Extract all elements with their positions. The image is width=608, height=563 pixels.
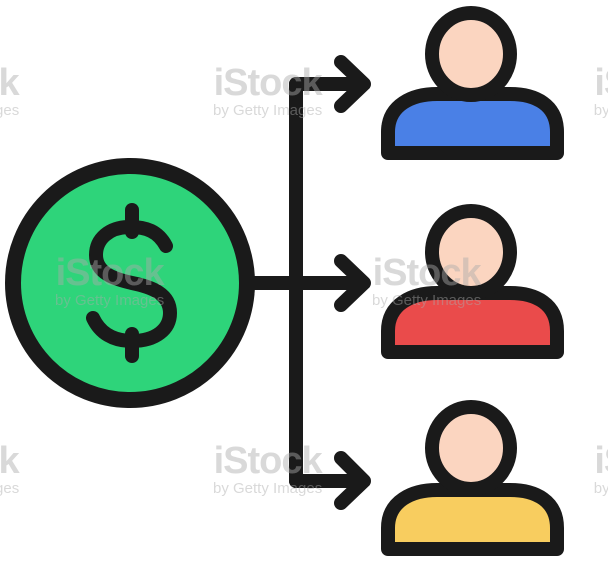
arrowhead-middle: [334, 254, 371, 312]
arrowhead-top: [334, 55, 371, 113]
person-icon-red: [381, 204, 564, 359]
distribution-arrows: [246, 55, 371, 510]
person-icon-yellow: [381, 400, 564, 556]
dollar-coin-icon: [5, 158, 255, 408]
arrowhead-bottom: [334, 451, 371, 510]
dollar-sign-icon: [86, 203, 177, 363]
person-icon-blue: [381, 6, 564, 160]
